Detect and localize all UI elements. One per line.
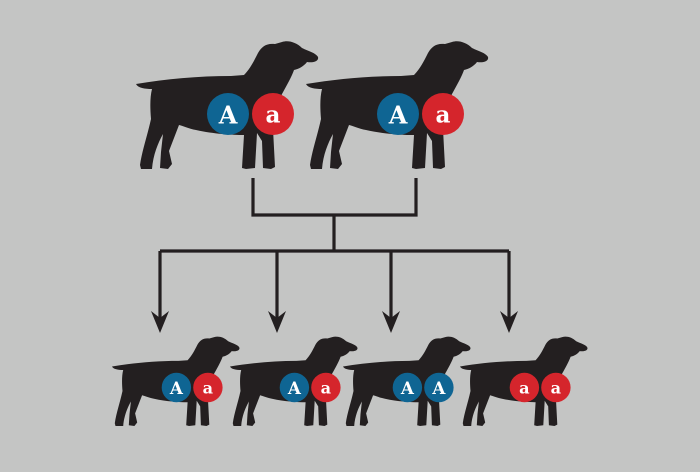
allele-label: a (551, 379, 562, 398)
allele-circle (422, 93, 464, 135)
dominant-allele-badge: A (279, 372, 310, 403)
allele-circle (279, 372, 310, 403)
allele-label: A (431, 378, 446, 398)
recessive-allele-badge: a (509, 372, 540, 403)
allele-circle (311, 372, 341, 403)
allele-circle (541, 372, 571, 403)
recessive-allele-badge: a (252, 93, 294, 135)
allele-circle (207, 93, 249, 135)
allele-label: a (203, 379, 214, 398)
allele-label: A (287, 378, 302, 398)
recessive-allele-badge: a (541, 372, 571, 403)
allele-circle (377, 93, 419, 135)
dominant-allele-badge: A (424, 372, 454, 403)
allele-label: a (321, 379, 332, 398)
allele-label: A (218, 101, 238, 130)
dominant-allele-badge: A (377, 93, 419, 135)
parent-join-line (251, 178, 418, 217)
allele-label: A (388, 101, 408, 130)
allele-circle (193, 372, 223, 403)
recessive-allele-badge: a (422, 93, 464, 135)
allele-circle (392, 372, 423, 403)
allele-circle (424, 372, 454, 403)
allele-label: a (266, 102, 281, 129)
dominant-allele-badge: A (392, 372, 423, 403)
branch-connector (158, 178, 511, 318)
dominant-allele-badge: A (161, 372, 192, 403)
recessive-allele-badge: a (311, 372, 341, 403)
allele-circle (509, 372, 540, 403)
allele-circle (161, 372, 192, 403)
dominant-allele-badge: A (207, 93, 249, 135)
allele-label: A (400, 378, 415, 398)
allele-label: a (519, 379, 530, 398)
allele-label: a (436, 102, 451, 129)
recessive-allele-badge: a (193, 372, 223, 403)
allele-circle (252, 93, 294, 135)
allele-label: A (169, 378, 184, 398)
